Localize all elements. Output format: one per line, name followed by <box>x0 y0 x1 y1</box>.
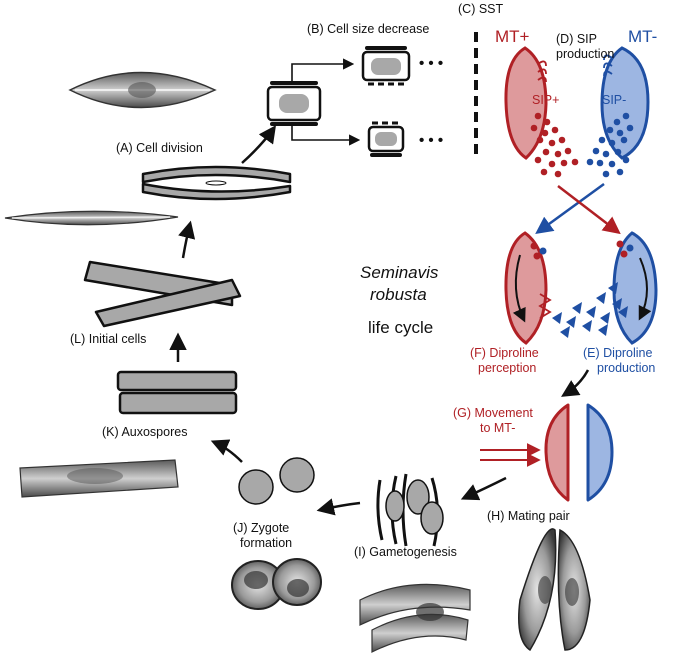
cell-l-initial <box>83 260 242 328</box>
micrograph-i <box>359 583 471 653</box>
label-k: (K) Auxospores <box>102 425 187 439</box>
label-c: (C) SST <box>458 2 504 16</box>
cell-b-daughter-small <box>367 121 405 157</box>
micrograph-k <box>19 459 179 498</box>
label-i: (I) Gametogenesis <box>354 545 457 559</box>
diproline-triangles <box>552 282 628 338</box>
label-f-line2: perception <box>478 361 536 375</box>
label-mt-minus: MT- <box>628 27 657 46</box>
arrow-e-to-h <box>561 369 590 397</box>
title-line2: robusta <box>370 285 427 304</box>
cell-j-zygotes <box>238 457 315 505</box>
label-b: (B) Cell size decrease <box>307 22 429 36</box>
title-line1: Seminavis <box>360 263 439 282</box>
micrograph-j <box>231 558 322 610</box>
label-d-line2: production <box>556 47 614 61</box>
title-line3: life cycle <box>368 318 433 337</box>
arrow-b-down <box>291 124 361 146</box>
label-f-line1: (F) Diproline <box>470 346 539 360</box>
label-mt-plus: MT+ <box>495 27 530 46</box>
ellipsis-bottom: • • • <box>419 132 443 149</box>
arrow-to-f <box>557 185 621 235</box>
sip-minus-dots <box>586 112 634 178</box>
label-e-line2: production <box>597 361 655 375</box>
arrow-h-to-i <box>460 476 507 501</box>
arrow-b-up <box>291 58 355 83</box>
ellipsis-top: • • • <box>419 55 443 72</box>
cell-k-auxospores <box>116 370 238 415</box>
micrograph-h <box>518 528 591 652</box>
cell-b-daughter-large <box>361 46 411 86</box>
sip-plus-dots <box>530 112 579 178</box>
cell-e-mt-minus <box>612 231 658 345</box>
label-h: (H) Mating pair <box>487 509 570 523</box>
label-g-line2: to MT- <box>480 421 515 435</box>
label-d-line1: (D) SIP <box>556 32 597 46</box>
arrow-l-to-a <box>178 220 196 259</box>
label-g-line1: (G) Movement <box>453 406 533 420</box>
label-j-line1: (J) Zygote <box>233 521 289 535</box>
label-a: (A) Cell division <box>116 141 203 155</box>
cell-d-mt-minus <box>600 46 650 160</box>
micrograph-a <box>68 71 217 109</box>
cell-h-mating-pair <box>544 403 614 502</box>
arrow-to-e <box>535 182 605 235</box>
arrow-j-to-k <box>210 439 243 463</box>
cell-b-parent <box>266 81 322 126</box>
cell-i-gametogenesis <box>376 473 444 547</box>
label-e-line1: (E) Diproline <box>583 346 653 360</box>
micrograph-l <box>4 210 179 226</box>
cell-a-division <box>141 165 292 201</box>
label-l: (L) Initial cells <box>70 332 146 346</box>
label-sip-minus: SIP- <box>602 93 626 107</box>
arrow-a-to-b <box>241 125 277 164</box>
label-j-line2: formation <box>240 536 292 550</box>
label-sip-plus: SIP+ <box>532 93 559 107</box>
arrow-i-to-j <box>316 498 361 516</box>
cell-f-mt-plus <box>504 231 552 345</box>
